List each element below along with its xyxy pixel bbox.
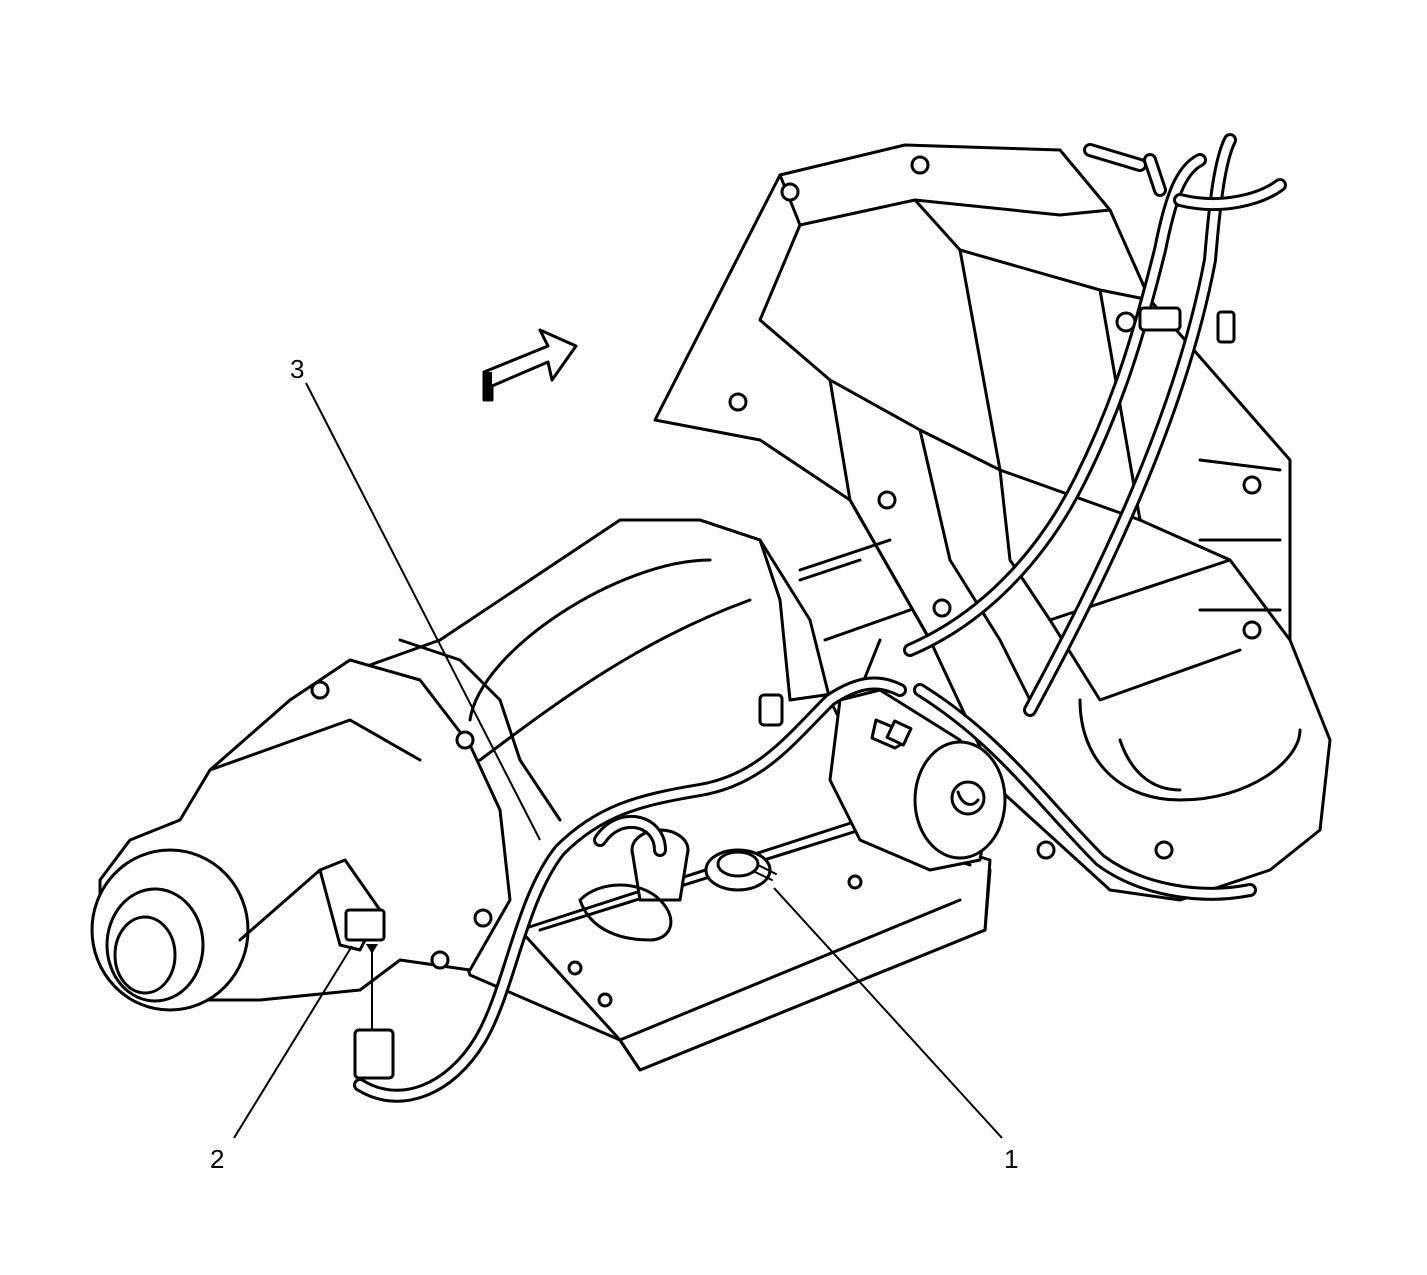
extension-housing (90, 658, 512, 1012)
bolt (870, 718, 913, 750)
direction-arrow-icon (482, 328, 578, 402)
speed-sensor (704, 848, 777, 892)
wiring-harness (353, 133, 1287, 1103)
callout-2: 2 (210, 945, 353, 1174)
callout-1-label: 1 (1004, 1144, 1018, 1174)
connector-2 (318, 858, 395, 1080)
callout-3-label: 3 (290, 354, 304, 384)
callout-2-label: 2 (210, 1144, 224, 1174)
callout-1: 1 (773, 887, 1018, 1174)
callout-3: 3 (290, 354, 541, 841)
side-motor (828, 688, 1007, 872)
